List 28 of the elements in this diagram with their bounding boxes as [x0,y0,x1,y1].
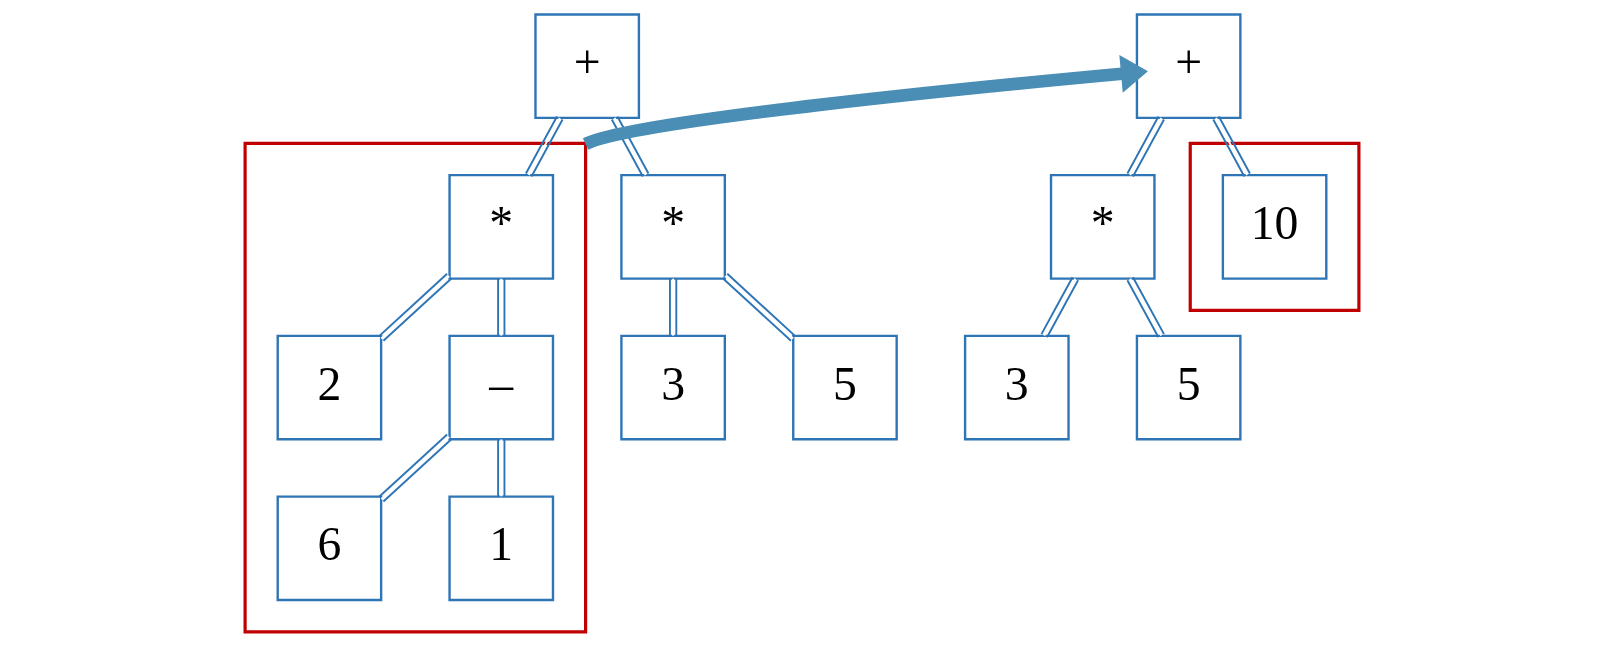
node-box: 5 [792,334,898,441]
node-box: + [1135,13,1242,120]
node-box: 6 [276,495,383,602]
node-box: 1 [448,495,555,602]
node-box: 2 [276,334,383,441]
connector [1212,115,1251,178]
node-box: * [620,173,727,280]
node-box: 5 [1135,334,1242,441]
connector [378,272,453,342]
cluster [1188,141,1361,312]
connector [1126,115,1165,178]
arrow [580,55,1148,151]
connector [378,433,453,503]
node-box: + [534,13,641,120]
cluster [243,141,588,634]
connector [497,277,506,337]
connector [1126,276,1165,339]
node-box: 10 [1221,173,1328,280]
connector [524,115,564,178]
connector [497,438,506,498]
node-box: 3 [620,334,727,441]
connector [668,277,678,337]
node-box: * [1049,173,1156,280]
node-box: 3 [963,334,1070,441]
connector [1040,276,1080,339]
node-box: – [448,334,555,441]
node-box: * [448,173,555,280]
connector [722,272,797,342]
